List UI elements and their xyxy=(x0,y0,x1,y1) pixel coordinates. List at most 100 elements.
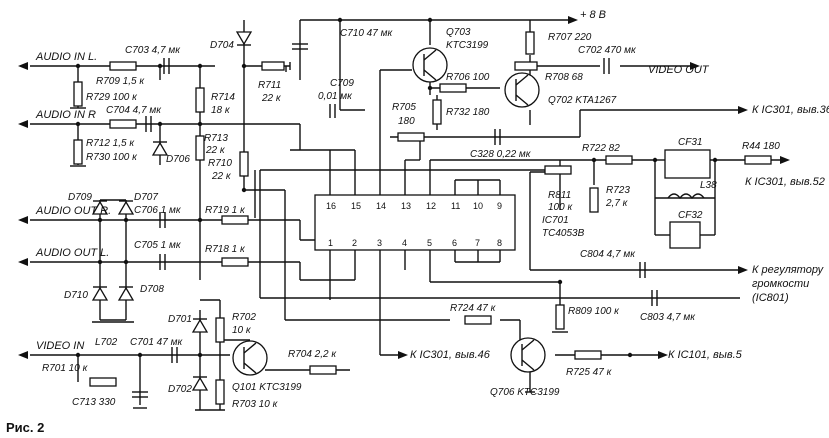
label-c702: C702 470 мк xyxy=(578,45,637,56)
label-l702: L702 xyxy=(95,337,118,348)
grounds xyxy=(70,62,568,411)
to-ic301-52: К IC301, выв.52 xyxy=(745,176,825,188)
label-r724: R724 47 к xyxy=(450,303,497,314)
label-r732: R732 180 xyxy=(446,107,490,118)
arrowheads xyxy=(18,16,790,359)
audio-out-r-label: AUDIO OUT R. xyxy=(35,205,111,217)
ic-pin-12: 12 xyxy=(426,201,436,211)
label-c710: C710 47 мк xyxy=(340,28,393,39)
ic-pin-10: 10 xyxy=(473,201,483,211)
label-r712: R712 1,5 к xyxy=(86,138,135,149)
label-c701: C701 47 мк xyxy=(130,337,183,348)
to-ic301-46: К IC301, выв.46 xyxy=(410,349,491,361)
ic-pin-13: 13 xyxy=(401,201,411,211)
label-r711-value: 22 к xyxy=(261,93,282,104)
video-out-label: VIDEO OUT xyxy=(648,64,710,76)
label-d706: D706 xyxy=(166,154,190,165)
resistors xyxy=(73,31,772,405)
label-d708: D708 xyxy=(140,284,164,295)
ic-pin-14: 14 xyxy=(376,201,386,211)
to-ic301-36: К IC301, выв.36 xyxy=(752,104,829,116)
component-labels: C703 4,7 мк R709 1,5 к R729 100 к C704 4… xyxy=(42,27,780,410)
ic701-chip xyxy=(314,194,516,251)
label-r708: R708 68 xyxy=(545,72,583,83)
audio-out-l-label: AUDIO OUT L. xyxy=(35,247,109,259)
label-l38: L38 xyxy=(700,180,717,191)
label-c328: C328 0,22 мк xyxy=(470,149,532,160)
video-in-label: VIDEO IN xyxy=(36,340,84,352)
label-r706: R706 100 xyxy=(446,72,490,83)
label-r709: R709 1,5 к xyxy=(96,76,145,87)
ic-pin-4: 4 xyxy=(402,238,407,248)
label-r44: R44 180 xyxy=(742,141,780,152)
label-q703: Q703 xyxy=(446,27,471,38)
ic-pin-11: 11 xyxy=(451,201,460,211)
label-d701: D701 xyxy=(168,314,192,325)
label-r723-value: 2,7 к xyxy=(605,198,629,209)
label-r811-value: 100 к xyxy=(548,202,573,213)
label-c804: C804 4,7 мк xyxy=(580,249,636,260)
volume-label-2: громкости xyxy=(752,278,809,290)
label-d710: D710 xyxy=(64,290,88,301)
label-d709: D709 xyxy=(68,192,92,203)
ic-pin-8: 8 xyxy=(497,238,502,248)
label-r713-value: 22 к xyxy=(205,145,226,156)
label-c706: C706 1 мк xyxy=(134,205,182,216)
ic-pin-9: 9 xyxy=(497,201,502,211)
label-cf32: CF32 xyxy=(678,210,703,221)
to-ic101-5: К IC101, выв.5 xyxy=(668,349,743,361)
capacitors xyxy=(132,43,658,398)
ic-name: IC701 xyxy=(542,215,569,226)
ic-pin-16: 16 xyxy=(326,201,336,211)
label-r703: R703 10 к xyxy=(232,399,279,410)
label-r723: R723 xyxy=(606,185,630,196)
label-q706: Q706 KTC3199 xyxy=(490,387,560,398)
label-r710: R710 xyxy=(208,158,232,169)
label-c803: C803 4,7 мк xyxy=(640,312,696,323)
supply-label: + 8 В xyxy=(580,9,606,21)
label-r710-value: 22 к xyxy=(211,171,232,182)
label-q101: Q101 KTC3199 xyxy=(232,382,302,393)
connection-labels: К IC301, выв.36 К IC301, выв.52 К IC301,… xyxy=(410,104,829,361)
label-q703-type: KTC3199 xyxy=(446,40,489,51)
label-r705-value: 180 xyxy=(398,116,415,127)
diodes xyxy=(91,31,253,391)
ic-pin-7: 7 xyxy=(475,238,480,248)
label-c705: C705 1 мк xyxy=(134,240,182,251)
label-r704: R704 2,2 к xyxy=(288,349,337,360)
filters xyxy=(664,149,711,249)
label-d704: D704 xyxy=(210,40,234,51)
label-r719: R719 1 к xyxy=(205,205,246,216)
io-labels: AUDIO IN L. AUDIO IN R AUDIO OUT R. AUDI… xyxy=(35,9,710,352)
label-cf31: CF31 xyxy=(678,137,702,148)
audio-in-r-label: AUDIO IN R xyxy=(35,109,96,121)
transistors xyxy=(232,47,546,376)
label-c709: C709 xyxy=(330,78,354,89)
ic-pin-5: 5 xyxy=(427,238,432,248)
ic-pin-3: 3 xyxy=(377,238,382,248)
label-r702-value: 10 к xyxy=(232,325,252,336)
label-r714: R714 xyxy=(211,92,235,103)
ic-pin-labels: 16 15 14 13 12 11 10 9 1 2 3 4 5 6 7 8 I… xyxy=(326,201,585,248)
label-r714-value: 18 к xyxy=(211,105,231,116)
ic-type: TC4053B xyxy=(542,228,585,239)
volume-label-3: (IC801) xyxy=(752,292,789,304)
audio-in-l-label: AUDIO IN L. xyxy=(35,51,97,63)
label-r811: R811 xyxy=(548,190,571,201)
label-q702: Q702 KTA1267 xyxy=(548,95,617,106)
label-r705: R705 xyxy=(392,102,416,113)
label-r722: R722 82 xyxy=(582,143,620,154)
label-c703: C703 4,7 мк xyxy=(125,45,181,56)
label-r701: R701 10 к xyxy=(42,363,89,374)
label-r729: R729 100 к xyxy=(86,92,138,103)
label-r730: R730 100 к xyxy=(86,152,138,163)
label-r702: R702 xyxy=(232,312,256,323)
label-c704: C704 4,7 мк xyxy=(106,105,162,116)
figure-label: Рис. 2 xyxy=(6,420,44,435)
label-c713: C713 330 xyxy=(72,397,116,408)
label-r809: R809 100 к xyxy=(568,306,620,317)
label-r707: R707 220 xyxy=(548,32,592,43)
ic-pin-1: 1 xyxy=(328,238,333,248)
label-r713: R713 xyxy=(204,133,228,144)
